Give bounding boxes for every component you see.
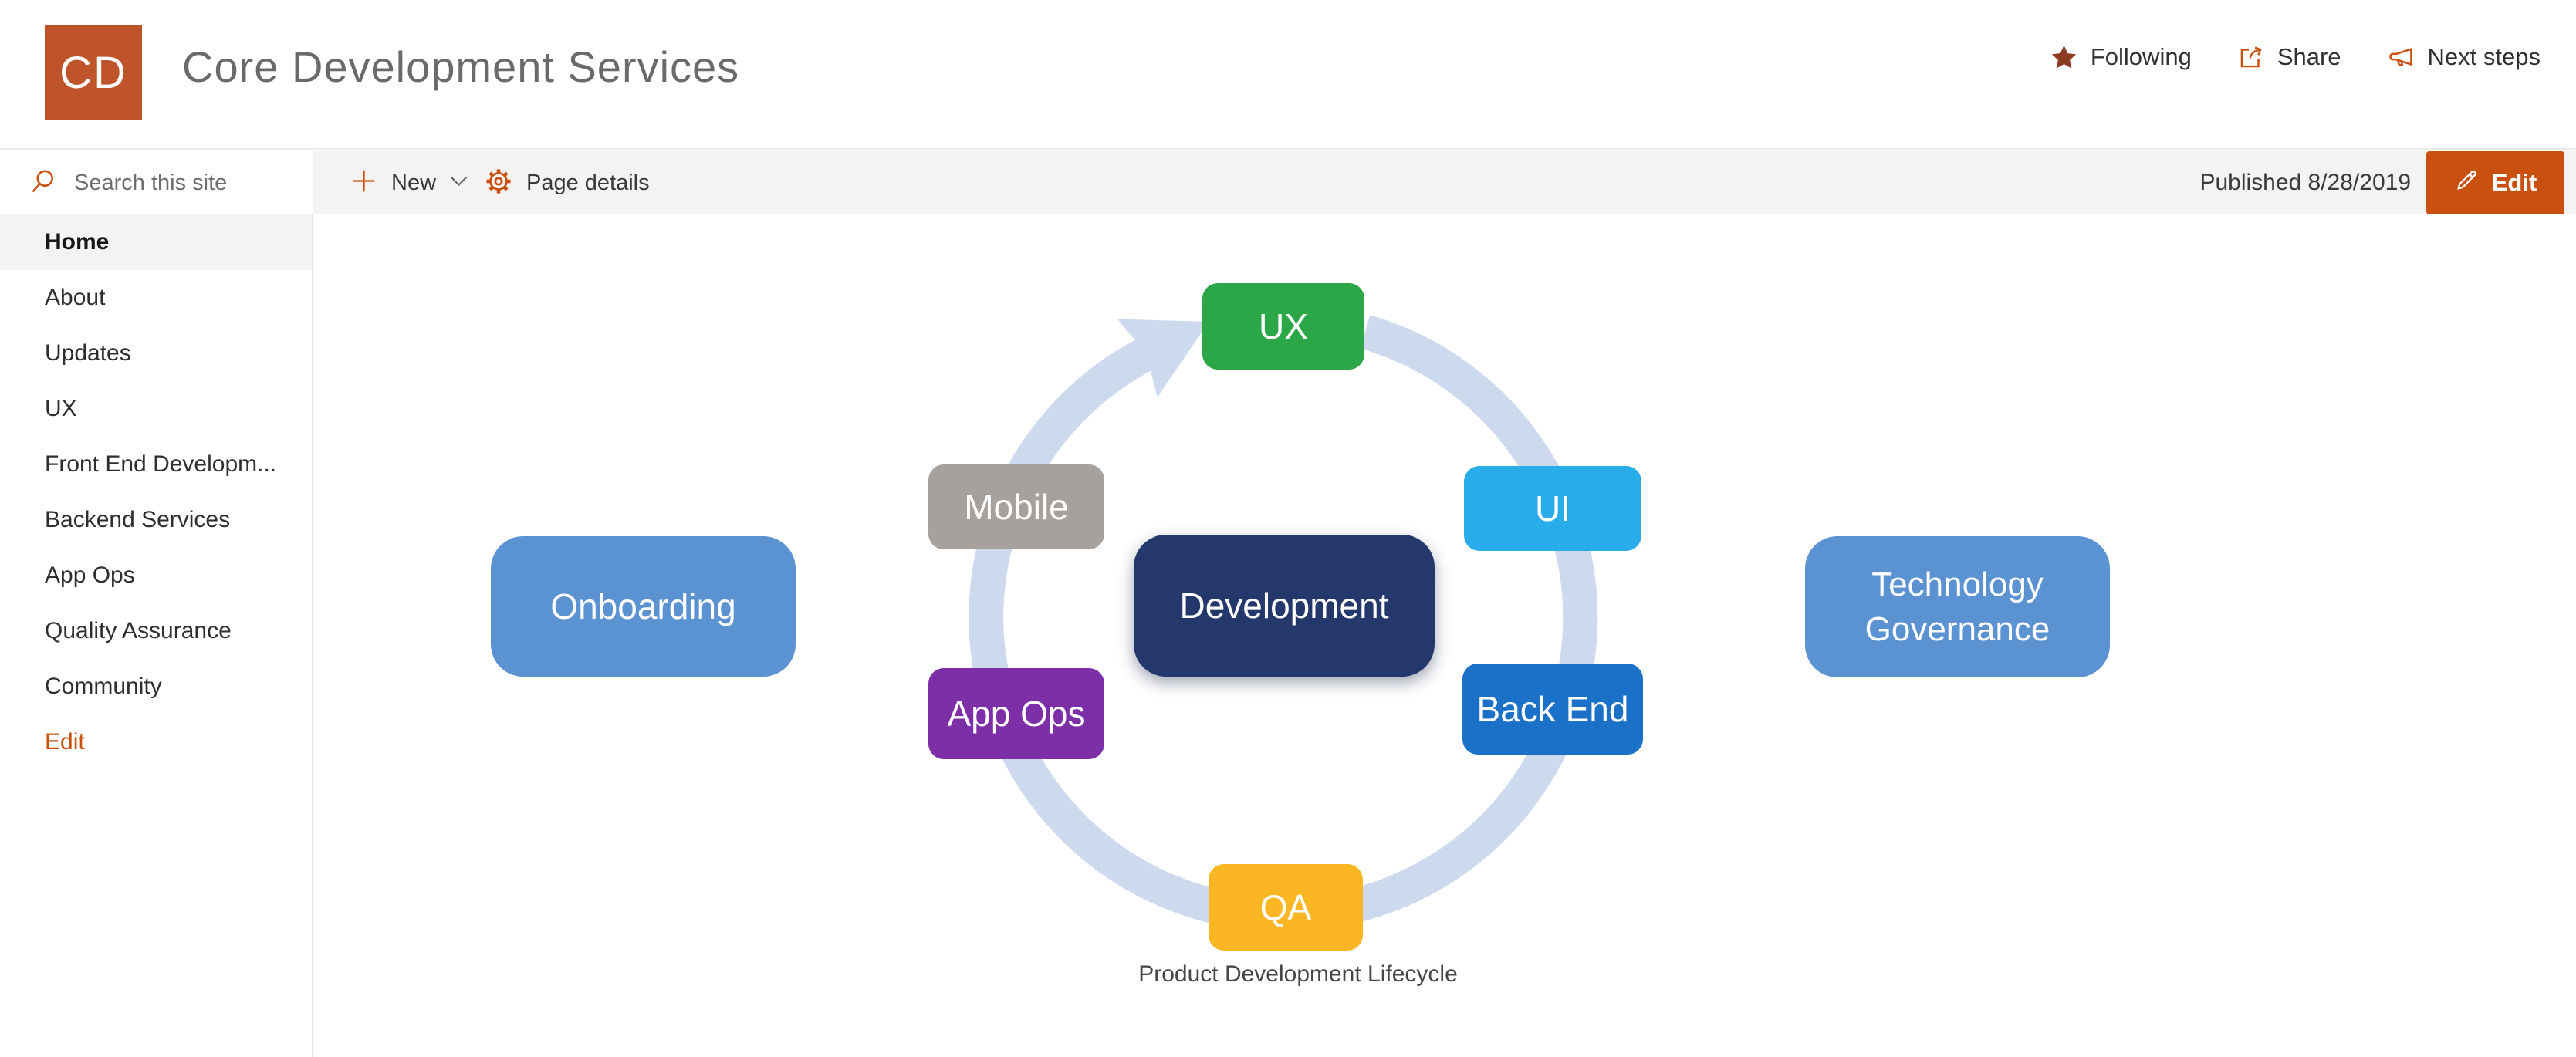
page-details-label: Page details bbox=[526, 170, 650, 195]
sidebar-item-app-ops[interactable]: App Ops bbox=[45, 562, 135, 588]
search-icon bbox=[29, 167, 57, 199]
site-logo[interactable]: CD bbox=[45, 25, 142, 120]
new-button[interactable]: New bbox=[350, 151, 468, 214]
search-box bbox=[0, 151, 313, 214]
following-label: Following bbox=[2090, 43, 2192, 70]
sidebar-item-updates[interactable]: Updates bbox=[45, 340, 131, 366]
megaphone-icon bbox=[2386, 42, 2415, 72]
chevron-down-icon bbox=[450, 175, 468, 191]
edit-button-label: Edit bbox=[2491, 169, 2537, 196]
diagram-node-app-ops: App Ops bbox=[928, 668, 1104, 759]
page-details-button[interactable]: Page details bbox=[485, 151, 650, 214]
diagram-node-back-end: Back End bbox=[1462, 664, 1643, 755]
command-bar: New bbox=[0, 151, 2576, 214]
star-icon bbox=[2050, 43, 2078, 72]
search-input[interactable] bbox=[74, 170, 290, 196]
diagram-node-development: Development bbox=[1134, 535, 1435, 677]
share-label: Share bbox=[2277, 43, 2341, 70]
plus-icon bbox=[350, 167, 377, 198]
diagram-node-ui: UI bbox=[1464, 466, 1641, 551]
diagram-node-mobile: Mobile bbox=[928, 464, 1104, 549]
sidebar-item-home[interactable]: Home bbox=[0, 214, 312, 270]
page-content: UX Mobile UI Development App Ops Back En… bbox=[315, 214, 2576, 1057]
share-icon bbox=[2236, 43, 2265, 72]
share-button[interactable]: Share bbox=[2236, 43, 2341, 72]
sidebar-item-about[interactable]: About bbox=[45, 285, 106, 310]
next-steps-button[interactable]: Next steps bbox=[2386, 42, 2541, 72]
site-header: CD Core Development Services Following S… bbox=[0, 0, 2576, 150]
diagram-node-qa: QA bbox=[1209, 864, 1363, 951]
edit-button[interactable]: Edit bbox=[2426, 151, 2564, 214]
diagram-node-onboarding: Onboarding bbox=[491, 536, 796, 677]
pencil-icon bbox=[2454, 167, 2480, 199]
published-status: Published 8/28/2019 bbox=[2199, 170, 2411, 195]
new-label: New bbox=[391, 170, 437, 195]
header-actions: Following Share bbox=[2050, 32, 2541, 82]
sidebar-item-front-end-development[interactable]: Front End Developm... bbox=[45, 451, 277, 477]
sidebar-nav: Home About Updates UX Front End Developm… bbox=[0, 214, 313, 1057]
next-steps-label: Next steps bbox=[2427, 43, 2541, 70]
following-button[interactable]: Following bbox=[2050, 43, 2192, 72]
command-bar-surface: New bbox=[313, 151, 2576, 214]
site-title[interactable]: Core Development Services bbox=[182, 42, 740, 91]
sidebar-item-ux[interactable]: UX bbox=[45, 396, 77, 421]
ring-arrowhead bbox=[1117, 319, 1209, 398]
diagram-node-technology-governance: Technology Governance bbox=[1805, 536, 2110, 677]
sidebar-item-quality-assurance[interactable]: Quality Assurance bbox=[45, 618, 232, 643]
diagram-node-ux: UX bbox=[1202, 283, 1364, 370]
gear-icon bbox=[485, 167, 512, 199]
sidebar-item-edit[interactable]: Edit bbox=[45, 729, 85, 755]
diagram-caption: Product Development Lifecycle bbox=[1138, 961, 1458, 987]
sidebar-item-community[interactable]: Community bbox=[45, 674, 162, 699]
sidebar-item-backend-services[interactable]: Backend Services bbox=[45, 507, 231, 532]
